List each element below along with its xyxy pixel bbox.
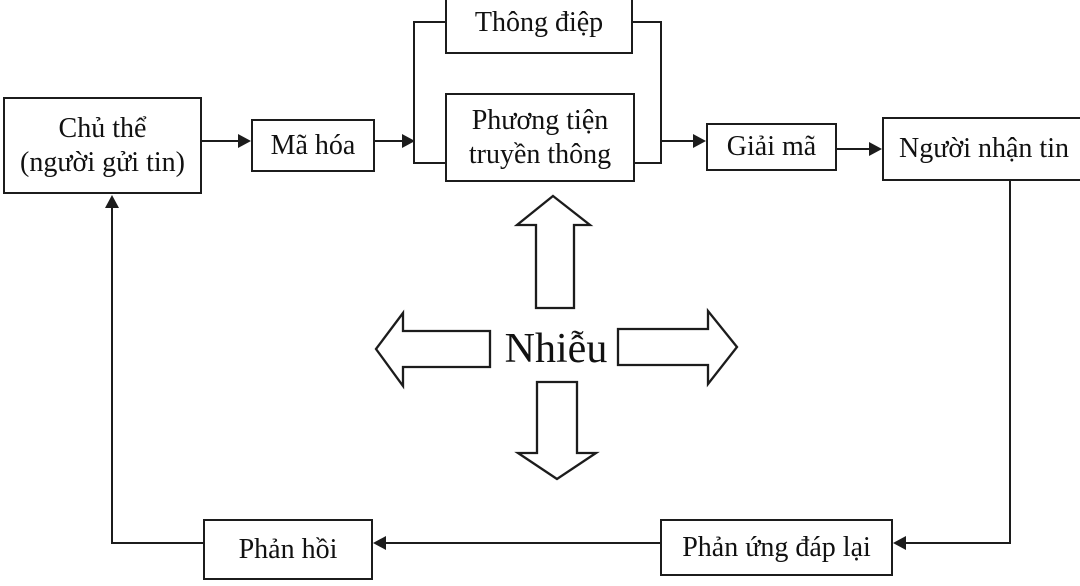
bracket-right-top <box>631 21 662 23</box>
arrowhead-sender-to-encoding-icon <box>238 134 251 148</box>
node-encoding: Mã hóa <box>251 119 375 172</box>
noise-label: Nhiễu <box>504 326 608 372</box>
bracket-right-vertical <box>660 21 662 164</box>
noise-arrow-left-icon <box>374 309 492 390</box>
connector-receiver-to-response <box>905 542 1011 544</box>
node-message-label: Thông điệp <box>474 7 604 38</box>
node-sender-label-line1: Chủ thể <box>58 112 147 144</box>
noise-arrow-up-icon <box>513 194 594 310</box>
bracket-right-bottom <box>633 162 662 164</box>
bracket-left-top <box>413 21 445 23</box>
connector-sender-to-encoding <box>202 140 239 142</box>
node-response: Phản ứng đáp lại <box>660 519 893 576</box>
arrowhead-response-to-feedback-icon <box>373 536 386 550</box>
node-feedback: Phản hồi <box>203 519 373 580</box>
node-media-label-line1: Phương tiện <box>471 104 609 136</box>
node-feedback-label: Phản hồi <box>238 533 338 565</box>
connector-feedback-left <box>112 542 203 544</box>
arrowhead-feedback-to-sender-icon <box>105 195 119 208</box>
arrowhead-decoding-to-receiver-icon <box>869 142 882 156</box>
connector-decoding-to-receiver <box>837 148 870 150</box>
node-decoding: Giải mã <box>706 123 837 171</box>
node-media: Phương tiện truyền thông <box>445 93 635 182</box>
node-response-label: Phản ứng đáp lại <box>682 531 871 563</box>
bracket-left-vertical <box>413 21 415 164</box>
connector-response-to-feedback <box>385 542 660 544</box>
arrowhead-receiver-to-response-icon <box>893 536 906 550</box>
noise-arrow-down-icon <box>514 380 600 481</box>
node-encoding-label: Mã hóa <box>270 129 356 161</box>
node-receiver: Người nhận tin <box>882 117 1080 181</box>
node-decoding-label: Giải mã <box>726 131 817 162</box>
arrowhead-encoding-to-bracket-icon <box>402 134 415 148</box>
connector-feedback-up <box>111 207 113 544</box>
connector-bracket-to-decoding <box>662 140 694 142</box>
node-media-label-line2: truyền thông <box>468 138 612 170</box>
node-sender-label-line2: (người gửi tin) <box>20 146 185 178</box>
bracket-left-bottom <box>413 162 445 164</box>
connector-encoding-to-bracket <box>375 140 403 142</box>
arrowhead-bracket-to-decoding-icon <box>693 134 706 148</box>
node-receiver-label: Người nhận tin <box>899 133 1069 164</box>
noise-arrow-right-icon <box>616 307 739 388</box>
node-sender: Chủ thể (người gửi tin) <box>3 97 202 194</box>
connector-receiver-down <box>1009 180 1011 544</box>
node-message: Thông điệp <box>445 0 633 54</box>
